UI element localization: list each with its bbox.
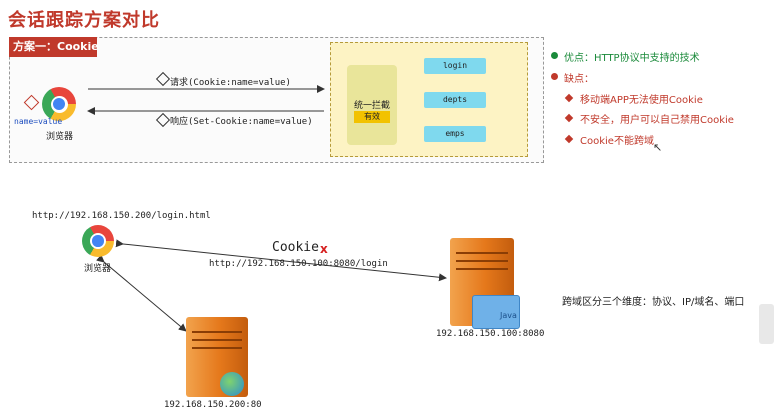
cross-domain-arrow <box>115 239 447 282</box>
cross-domain-note: 跨域区分三个维度：协议、IP/域名、端口 <box>562 297 745 308</box>
interceptor-sub-label: 有效 <box>354 111 390 123</box>
cookie-label: Cookie <box>272 240 319 255</box>
interceptor-label: 统一拦截 <box>353 101 390 111</box>
globe-icon <box>220 372 244 396</box>
resource-login: login <box>424 58 486 74</box>
resource-emps: emps <box>424 126 486 142</box>
con-item: Cookie不能跨域 <box>580 136 654 147</box>
mouse-cursor-icon: ↖ <box>653 141 663 154</box>
browser-label: 浏览器 <box>84 264 112 274</box>
same-origin-arrow <box>96 254 187 332</box>
con-item: 移动端APP无法使用Cookie <box>580 95 703 106</box>
page-title: 会话跟踪方案对比 <box>8 10 160 31</box>
request-label: 请求(Cookie:name=value) <box>170 78 291 88</box>
resource-depts: depts <box>424 92 486 108</box>
plan-badge: 方案一：Cookie <box>9 37 99 57</box>
cons-title: 缺点： <box>564 74 594 85</box>
pros-text: 优点：HTTP协议中支持的技术 <box>564 53 700 64</box>
blocked-x-icon: x <box>320 242 328 256</box>
cons-bullet-icon <box>551 73 558 80</box>
con-item: 不安全，用户可以自己禁用Cookie <box>580 115 734 126</box>
interceptor-block <box>347 65 397 145</box>
java-badge: Java <box>500 311 517 320</box>
response-label: 响应(Set-Cookie:name=value) <box>170 117 313 127</box>
server-bottom-address: 192.168.150.200:80 <box>164 400 262 410</box>
browser-url: http://192.168.150.200/login.html <box>32 211 211 221</box>
folder-icon <box>472 295 520 329</box>
scrollbar-thumb[interactable] <box>759 304 774 344</box>
chrome-browser-icon <box>82 225 114 257</box>
server-right-address: 192.168.150.100:8080 <box>436 329 545 339</box>
chrome-browser-icon <box>42 87 76 121</box>
request-url: http://192.168.150.100:8080/login <box>209 259 388 269</box>
cookie-value-label: name=value <box>14 117 63 126</box>
pros-bullet-icon <box>551 52 558 59</box>
browser-label: 浏览器 <box>46 132 74 142</box>
